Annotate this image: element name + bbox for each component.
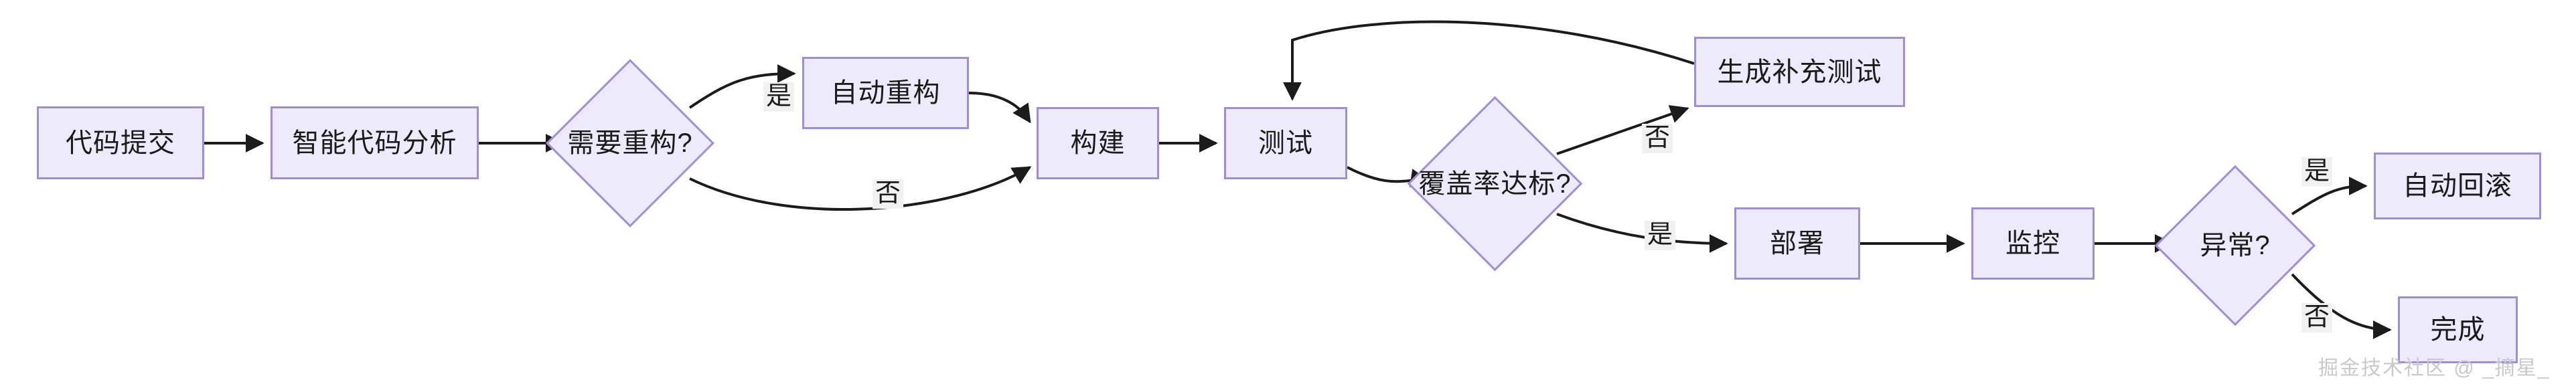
edge-label-abnormal-no: 否: [2301, 303, 2333, 332]
node-label: 构建: [1070, 128, 1126, 158]
edge-label-refactor-yes: 是: [763, 82, 795, 112]
node-label: 测试: [1258, 128, 1313, 158]
node-label: 完成: [2430, 315, 2486, 345]
node-label: 覆盖率达标?: [1418, 169, 1572, 199]
edge-coverage-deploy: [1556, 213, 1728, 253]
node-analyze[interactable]: 智能代码分析: [271, 106, 479, 179]
node-test[interactable]: 测试: [1224, 107, 1347, 179]
node-auto-rollback[interactable]: 自动回滚: [2374, 153, 2541, 219]
edge-gentests-test: [1283, 20, 1695, 101]
node-generate-tests[interactable]: 生成补充测试: [1694, 37, 1905, 107]
node-label: 需要重构?: [567, 128, 693, 158]
node-need-refactor[interactable]: 需要重构?: [546, 59, 714, 227]
node-commit[interactable]: 代码提交: [37, 106, 204, 179]
node-label: 生成补充测试: [1717, 57, 1882, 87]
node-label: 自动重构: [830, 78, 941, 108]
node-auto-refactor[interactable]: 自动重构: [802, 57, 969, 129]
node-label: 监控: [2005, 229, 2060, 258]
node-build[interactable]: 构建: [1037, 107, 1159, 179]
edge-abnormal-done: [2291, 273, 2392, 339]
node-label: 代码提交: [66, 128, 175, 158]
node-label: 自动回滚: [2403, 171, 2512, 201]
node-coverage-check[interactable]: 覆盖率达标?: [1407, 96, 1583, 272]
edge-autorefac-build: [968, 92, 1031, 124]
node-done[interactable]: 完成: [2398, 296, 2518, 363]
edge-label-refactor-no: 否: [873, 179, 904, 209]
edge-needrefac-build: [689, 166, 1032, 211]
edge-label-coverage-no: 否: [1642, 124, 1673, 153]
node-label: 部署: [1770, 229, 1825, 258]
edge-coverage-gentests: [1556, 105, 1689, 155]
node-label: 智能代码分析: [292, 128, 457, 158]
edge-label-coverage-yes: 是: [1645, 221, 1676, 250]
node-deploy[interactable]: 部署: [1734, 207, 1860, 280]
edge-label-abnormal-yes: 是: [2301, 157, 2333, 187]
node-monitor[interactable]: 监控: [1971, 207, 2095, 280]
node-label: 异常?: [2200, 231, 2271, 260]
edge-needrefac-autorefac: [688, 64, 796, 109]
edge-abnormal-rollback: [2291, 177, 2368, 215]
watermark: 掘金技术社区 @ _摘星_: [2318, 357, 2551, 379]
node-abnormal-check[interactable]: 异常?: [2154, 165, 2316, 326]
